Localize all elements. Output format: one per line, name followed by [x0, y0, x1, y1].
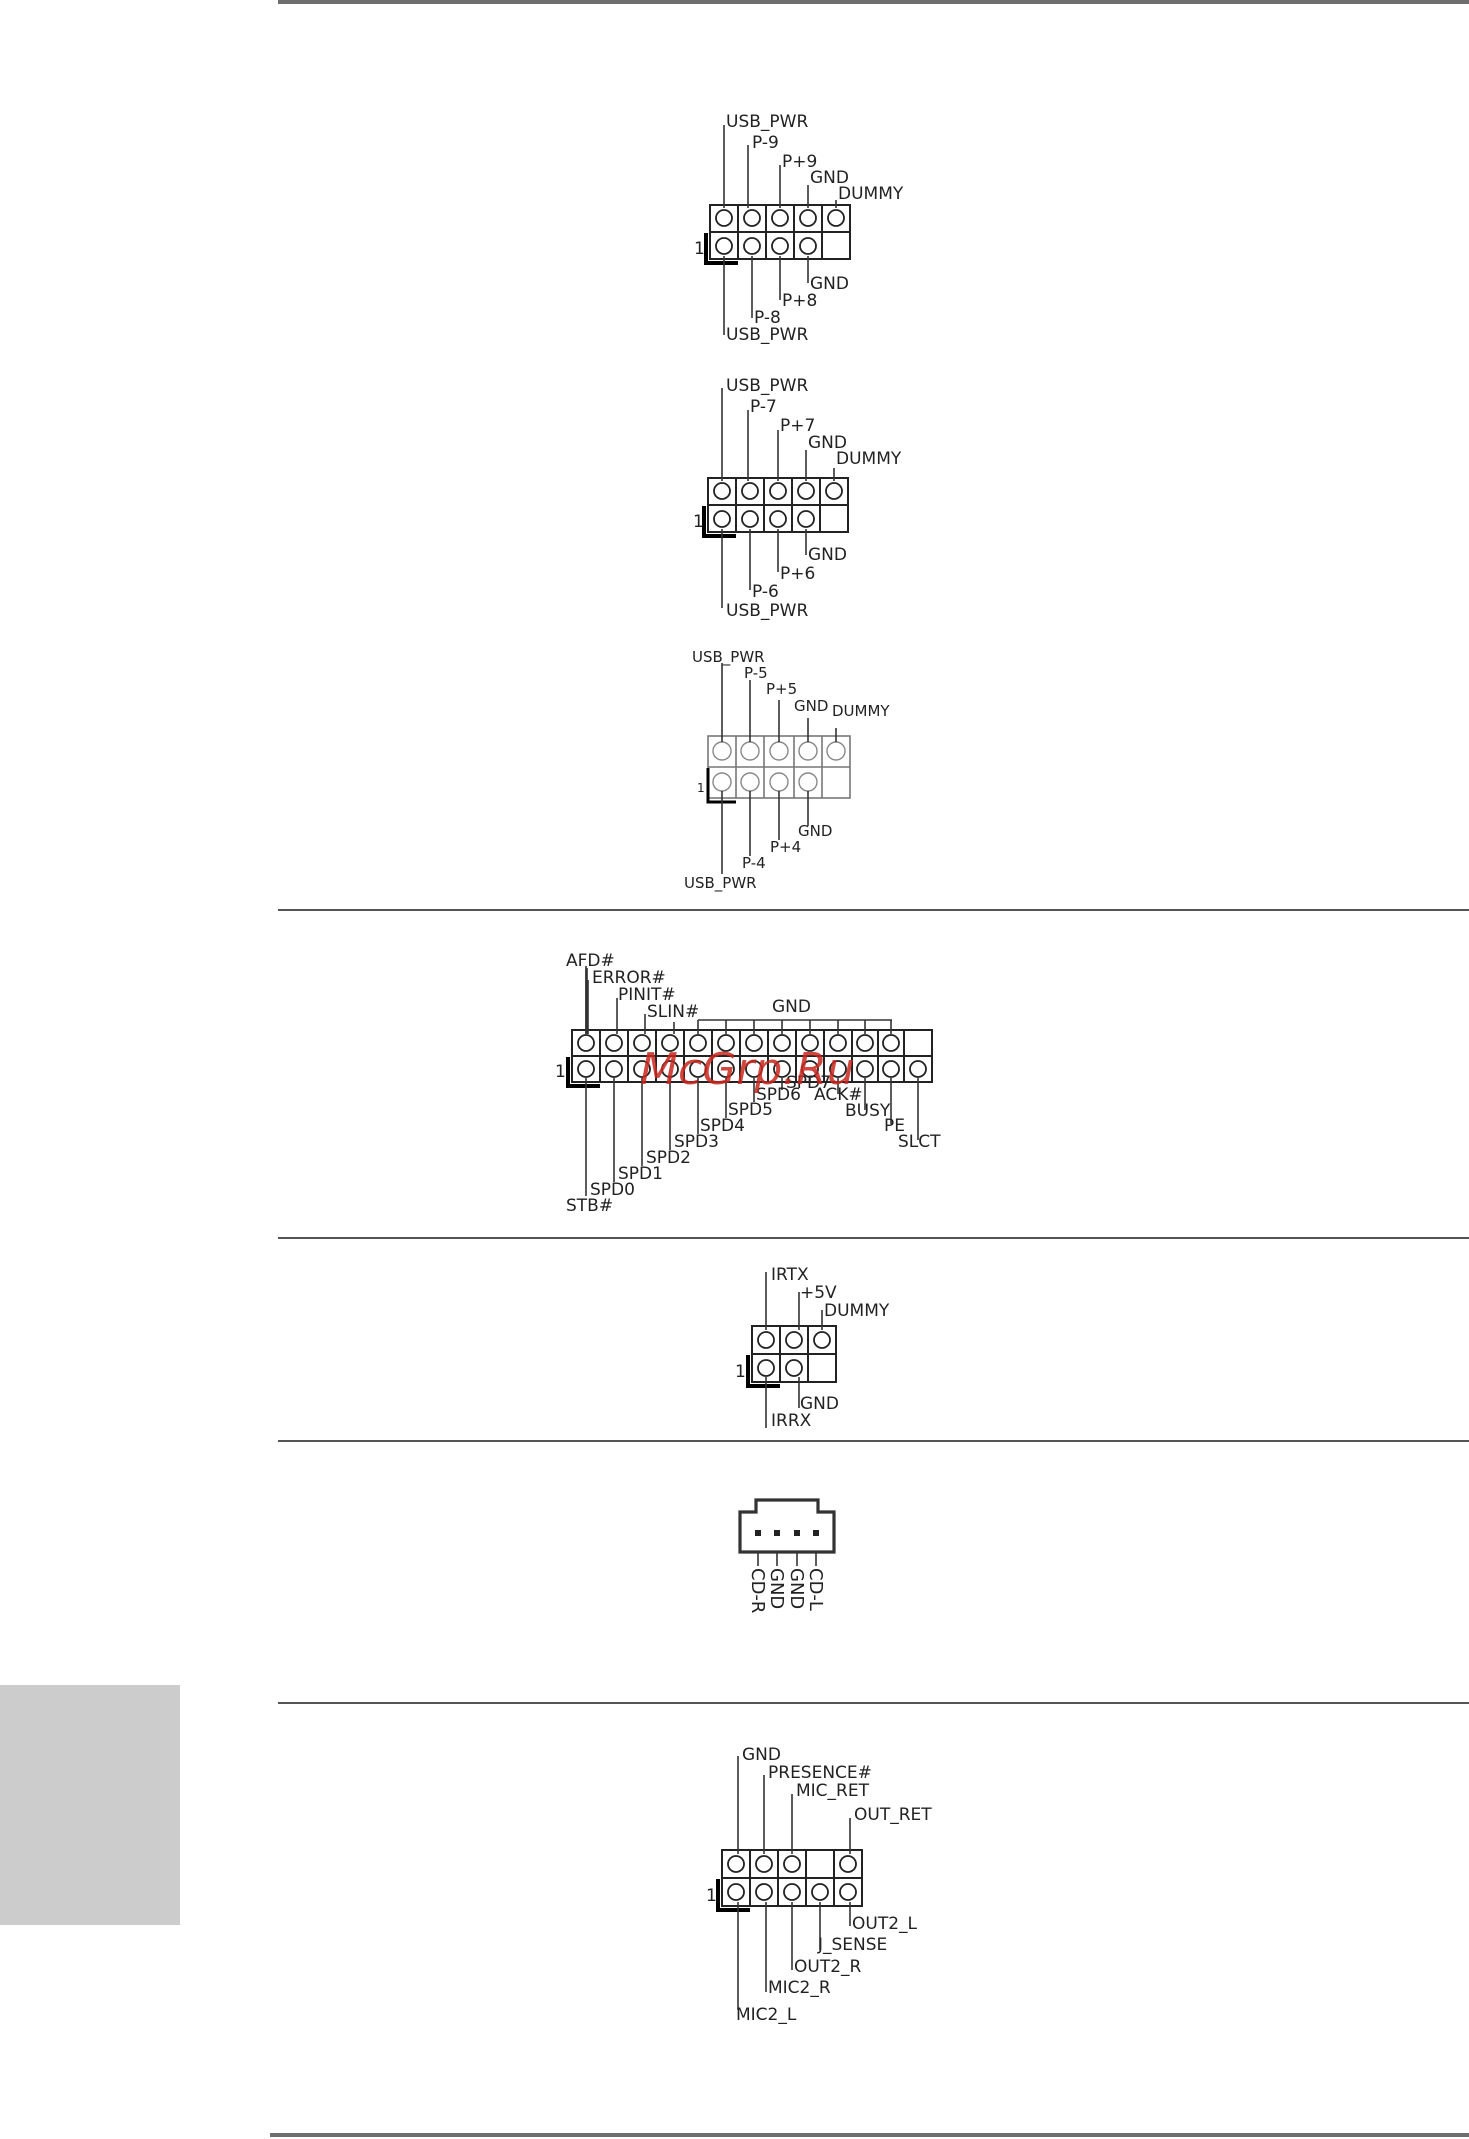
- pin-label: BUSY: [845, 1101, 891, 1121]
- pin-label: P+6: [780, 564, 815, 584]
- pin-label: MIC2_L: [736, 2005, 797, 2025]
- pin-label: USB_PWR: [726, 325, 808, 345]
- usb-header-2: 1 USB_PWR P-7 P+7 GND DUMMY USB_PWR P-6 …: [693, 376, 902, 621]
- pin-label: OUT2_L: [852, 1914, 918, 1934]
- pin-label: PRESENCE#: [768, 1763, 872, 1783]
- pin-label: IRRX: [771, 1411, 812, 1431]
- pin-label: GND: [800, 1394, 839, 1414]
- pin-label: MIC_RET: [796, 1781, 870, 1801]
- pin-label: SPD7: [786, 1073, 831, 1093]
- pin-label: AFD#: [566, 951, 615, 971]
- pin-label: PE: [884, 1116, 905, 1136]
- pin-label: GND: [808, 433, 847, 453]
- ir-header: 1 IRTX +5V DUMMY IRRX GND: [735, 1265, 890, 1431]
- pin1-label: 1: [697, 781, 705, 795]
- pin-label: P+4: [770, 838, 801, 856]
- pin1-label: 1: [555, 1062, 566, 1082]
- audio-header: 1 GND PRESENCE# MIC_RET OUT_RET MIC2_L M…: [706, 1745, 932, 2025]
- pin-label: SLIN#: [647, 1002, 699, 1022]
- pin-label: OUT_RET: [854, 1805, 932, 1825]
- pin-label: GND: [742, 1745, 781, 1765]
- pin-label: SPD2: [646, 1148, 691, 1168]
- pin-label: USB_PWR: [726, 112, 808, 132]
- pin1-marker: [566, 1057, 600, 1088]
- pin-label: SPD5: [728, 1100, 773, 1120]
- pin1-label: 1: [735, 1362, 746, 1382]
- pin1-marker: [702, 506, 736, 538]
- pin-label: USB_PWR: [692, 648, 765, 667]
- pin-label: P-4: [742, 854, 766, 872]
- pin1-label: 1: [694, 239, 705, 259]
- pin1-marker: [704, 233, 738, 265]
- pin1-label: 1: [693, 512, 704, 532]
- usb-header-3: 1 USB_PWR P-5 P+5 GND DUMMY USB_PWR P-4 …: [684, 648, 890, 893]
- watermark: McGrp.Ru: [640, 1044, 855, 1095]
- pin-label: P+7: [780, 416, 815, 436]
- pin-label: P-8: [754, 308, 781, 328]
- pin1-marker: [706, 768, 736, 804]
- pin-label: GND: [794, 697, 828, 715]
- pin-label: GND: [808, 545, 847, 565]
- pin-label: SPD0: [590, 1180, 635, 1200]
- pin-label: MIC2_R: [768, 1978, 831, 1998]
- pin-label: GND: [786, 1568, 807, 1609]
- connector-housing: [738, 1498, 836, 1554]
- cd-in-connector: CD-R GND GND CD-L: [738, 1498, 836, 1613]
- pin-label: P+9: [782, 152, 817, 172]
- pin-label: P-7: [750, 397, 777, 417]
- pin-label: P+5: [766, 680, 797, 698]
- side-tab: [0, 1685, 180, 1925]
- print-port-header: 1 AFD# ERROR# PINIT# SLIN# GND: [555, 951, 941, 1216]
- pin-label: CD-R: [747, 1568, 768, 1613]
- pin-label: DUMMY: [836, 449, 902, 469]
- pin-label: PINIT#: [618, 985, 676, 1005]
- pin-label: P+8: [782, 291, 817, 311]
- pin-label: P-9: [752, 133, 779, 153]
- pin-label: DUMMY: [824, 1301, 890, 1321]
- pin1-marker: [746, 1355, 780, 1388]
- pin-label: USB_PWR: [726, 601, 808, 621]
- pin-label: USB_PWR: [684, 874, 757, 893]
- pin-label: SPD6: [756, 1085, 801, 1105]
- pin-label: CD-L: [805, 1568, 826, 1611]
- pin-label: SPD1: [618, 1164, 663, 1184]
- pin-label: SPD4: [700, 1116, 745, 1136]
- pin-label: GND: [766, 1568, 787, 1609]
- pin-label: SLCT: [898, 1132, 941, 1152]
- pin-label: USB_PWR: [726, 376, 808, 396]
- pin-label: DUMMY: [838, 184, 904, 204]
- pin-label: GND: [772, 997, 811, 1017]
- usb-header-1: 1 USB_PWR P-9 P+9 GND DUMMY USB_PWR P-8 …: [694, 112, 904, 345]
- pin-label: IRTX: [771, 1265, 809, 1285]
- pin-label: P-6: [752, 582, 779, 602]
- pin-label: ACK#: [814, 1085, 863, 1105]
- pin-label: DUMMY: [832, 702, 890, 720]
- pin-label: GND: [810, 168, 849, 188]
- pin-label: GND: [810, 274, 849, 294]
- pin-label: GND: [798, 822, 832, 840]
- pin-label: STB#: [566, 1196, 613, 1216]
- pin-label: OUT2_R: [794, 1957, 862, 1977]
- pin1-marker: [716, 1879, 750, 1912]
- pin1-label: 1: [706, 1886, 717, 1906]
- pin-label: +5V: [800, 1283, 837, 1303]
- pin-label: ERROR#: [592, 968, 666, 988]
- pin-label: P-5: [744, 664, 768, 682]
- pin-label: J_SENSE: [817, 1935, 887, 1955]
- pin-label: SPD3: [674, 1132, 719, 1152]
